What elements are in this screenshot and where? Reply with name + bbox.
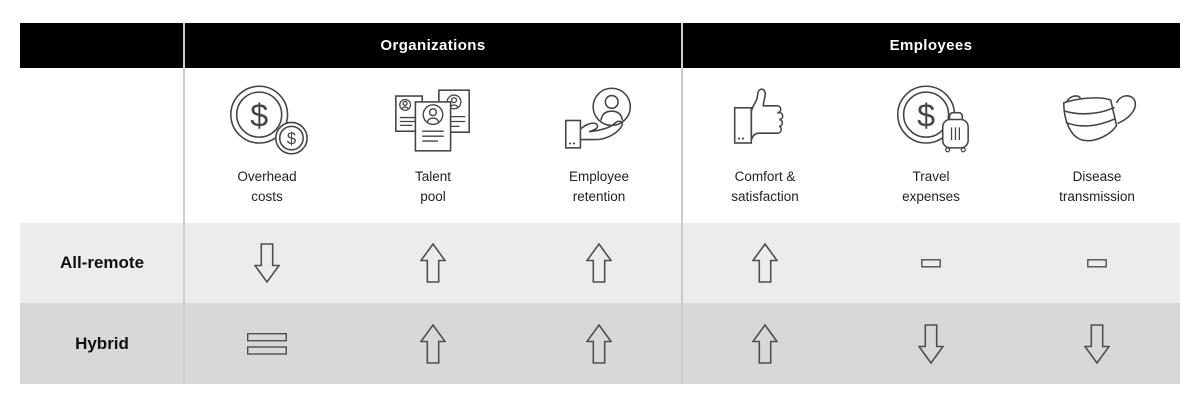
- coins-icon: $ $: [223, 82, 311, 158]
- face-mask-icon: [1053, 82, 1141, 158]
- equals-bars-icon: [247, 332, 287, 355]
- cell-all-remote-disease-transmission: [1014, 223, 1180, 303]
- column-header-comfort-satisfaction: Comfort & satisfaction: [682, 68, 848, 223]
- column-header-talent-pool: Talent pool: [350, 68, 516, 223]
- column-header-travel-expenses: $ Travel expenses: [848, 68, 1014, 223]
- column-divider-labels: [183, 23, 185, 384]
- cell-all-remote-travel-expenses: [848, 223, 1014, 303]
- svg-text:$: $: [287, 129, 296, 148]
- column-label-talent-pool: Talent pool: [414, 169, 452, 204]
- cell-hybrid-employee-retention: [516, 303, 682, 384]
- arrow-up-icon: [752, 323, 778, 364]
- column-label-overhead-costs: Overhead costs: [237, 169, 297, 204]
- dash-rectangle-icon: [1087, 258, 1107, 268]
- svg-text:$: $: [917, 97, 935, 133]
- column-header-employee-retention: Employee retention: [516, 68, 682, 223]
- arrow-up-icon: [420, 323, 446, 364]
- dash-rectangle-icon: [921, 258, 941, 268]
- column-header-disease-transmission: Disease transmission: [1014, 68, 1180, 223]
- header-group-organizations: Organizations: [184, 23, 682, 68]
- svg-text:$: $: [250, 97, 268, 133]
- column-label-employee-retention: Employee retention: [568, 169, 630, 204]
- comparison-table: Organizations Employees $ $: [20, 23, 1180, 384]
- cell-hybrid-comfort-satisfaction: [682, 303, 848, 384]
- arrow-up-icon: [752, 243, 778, 283]
- cell-all-remote-employee-retention: [516, 223, 682, 303]
- arrow-up-icon: [420, 243, 446, 283]
- resumes-icon: [389, 82, 477, 158]
- coin-suitcase-icon: $: [887, 82, 975, 158]
- thumbs-up-icon: [721, 82, 809, 158]
- column-divider-sections: [681, 23, 683, 384]
- column-label-comfort-satisfaction: Comfort & satisfaction: [731, 169, 799, 204]
- icons-row-blank-cell: [20, 68, 184, 223]
- cell-hybrid-disease-transmission: [1014, 303, 1180, 384]
- table-grid: Organizations Employees $ $: [20, 23, 1180, 384]
- arrow-down-icon: [1084, 323, 1110, 364]
- cell-hybrid-talent-pool: [350, 303, 516, 384]
- header-blank-cell: [20, 23, 184, 68]
- hand-holding-person-icon: [555, 82, 643, 158]
- column-label-disease-transmission: Disease transmission: [1059, 169, 1135, 204]
- row-label-all-remote: All-remote: [20, 223, 184, 303]
- header-group-employees: Employees: [682, 23, 1180, 68]
- column-label-travel-expenses: Travel expenses: [902, 169, 960, 204]
- cell-all-remote-overhead-costs: [184, 223, 350, 303]
- cell-all-remote-talent-pool: [350, 223, 516, 303]
- arrow-down-icon: [254, 243, 280, 283]
- cell-hybrid-travel-expenses: [848, 303, 1014, 384]
- arrow-down-icon: [918, 323, 944, 364]
- cell-all-remote-comfort-satisfaction: [682, 223, 848, 303]
- column-header-overhead-costs: $ $ Overhead costs: [184, 68, 350, 223]
- arrow-up-icon: [586, 323, 612, 364]
- cell-hybrid-overhead-costs: [184, 303, 350, 384]
- arrow-up-icon: [586, 243, 612, 283]
- row-label-hybrid: Hybrid: [20, 303, 184, 384]
